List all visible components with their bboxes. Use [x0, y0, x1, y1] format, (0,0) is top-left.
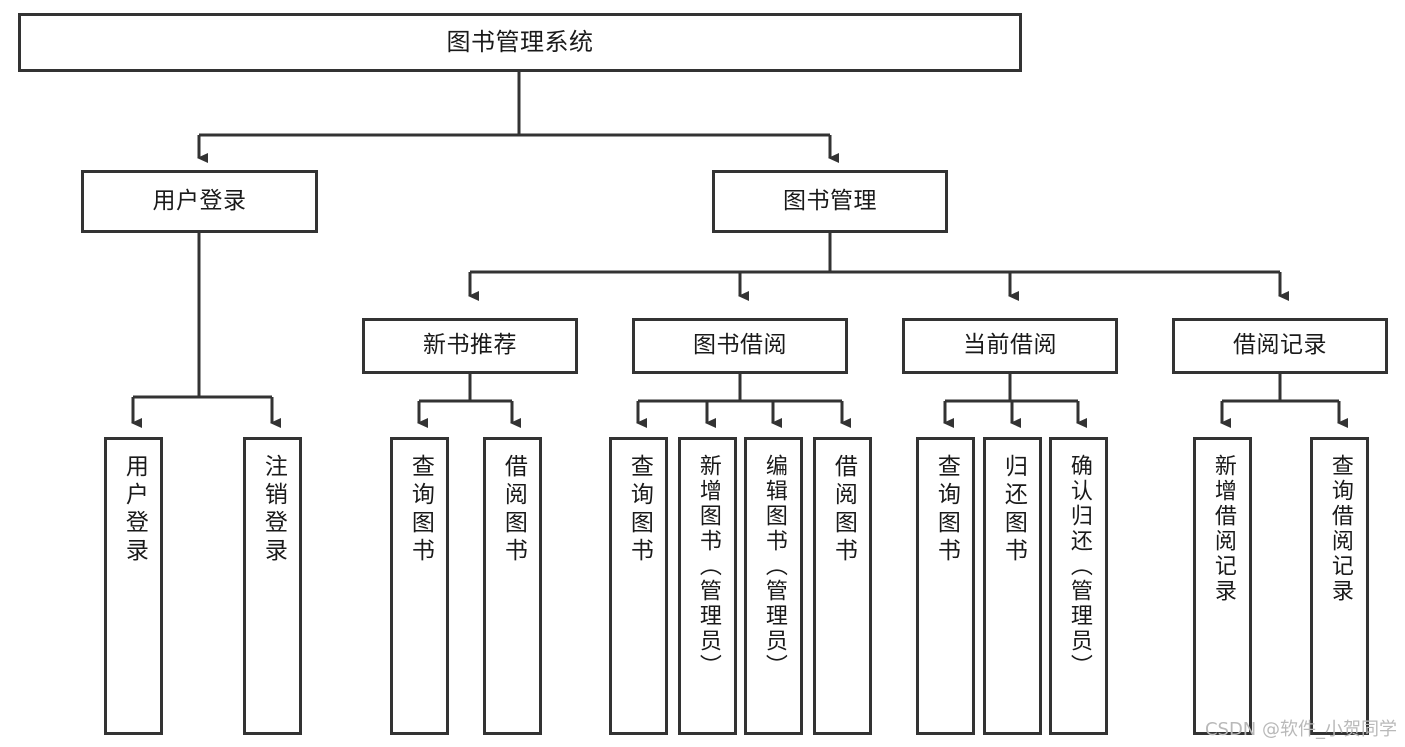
node-label: 确认归还（管理员） [1066, 454, 1092, 679]
node-label: 图书管理 [783, 187, 877, 214]
node-label: 查询图书 [626, 454, 653, 566]
node-label: 用户登录 [121, 454, 148, 566]
node-root-system[interactable]: 图书管理系统 [18, 13, 1022, 72]
node-label: 新书推荐 [423, 332, 517, 359]
node-label: 图书借阅 [693, 332, 787, 359]
leaf-query-book-3[interactable]: 查询图书 [916, 437, 975, 735]
node-label: 查询图书 [933, 454, 960, 566]
leaf-logout[interactable]: 注销登录 [243, 437, 302, 735]
node-label: 图书管理系统 [446, 28, 594, 57]
node-label: 查询图书 [407, 454, 434, 566]
node-label: 编辑图书（管理员） [761, 454, 787, 679]
csdn-watermark: CSDN @软件_小贺同学 [1204, 719, 1397, 740]
node-label: 当前借阅 [963, 332, 1057, 359]
leaf-user-login[interactable]: 用户登录 [104, 437, 163, 735]
node-current-borrow[interactable]: 当前借阅 [902, 318, 1118, 374]
node-book-manage[interactable]: 图书管理 [712, 170, 948, 233]
node-borrow-record[interactable]: 借阅记录 [1172, 318, 1388, 374]
leaf-query-book-1[interactable]: 查询图书 [390, 437, 449, 735]
node-label: 新增借阅记录 [1210, 454, 1236, 604]
node-label: 借阅图书 [500, 454, 527, 566]
leaf-add-record[interactable]: 新增借阅记录 [1193, 437, 1252, 735]
leaf-borrow-book-1[interactable]: 借阅图书 [483, 437, 542, 735]
node-label: 借阅图书 [830, 454, 857, 566]
node-label: 用户登录 [152, 187, 247, 214]
node-label: 归还图书 [1000, 454, 1027, 566]
node-label: 查询借阅记录 [1327, 454, 1353, 604]
node-book-borrow[interactable]: 图书借阅 [632, 318, 848, 374]
leaf-confirm-return[interactable]: 确认归还（管理员） [1049, 437, 1108, 735]
leaf-query-record[interactable]: 查询借阅记录 [1310, 437, 1369, 735]
leaf-edit-book[interactable]: 编辑图书（管理员） [744, 437, 803, 735]
node-label: 借阅记录 [1233, 332, 1327, 359]
leaf-borrow-book-2[interactable]: 借阅图书 [813, 437, 872, 735]
leaf-add-book[interactable]: 新增图书（管理员） [678, 437, 737, 735]
node-label: 注销登录 [260, 454, 287, 566]
leaf-return-book[interactable]: 归还图书 [983, 437, 1042, 735]
leaf-query-book-2[interactable]: 查询图书 [609, 437, 668, 735]
node-user-login[interactable]: 用户登录 [81, 170, 318, 233]
node-label: 新增图书（管理员） [695, 454, 721, 679]
node-new-book-recommend[interactable]: 新书推荐 [362, 318, 578, 374]
